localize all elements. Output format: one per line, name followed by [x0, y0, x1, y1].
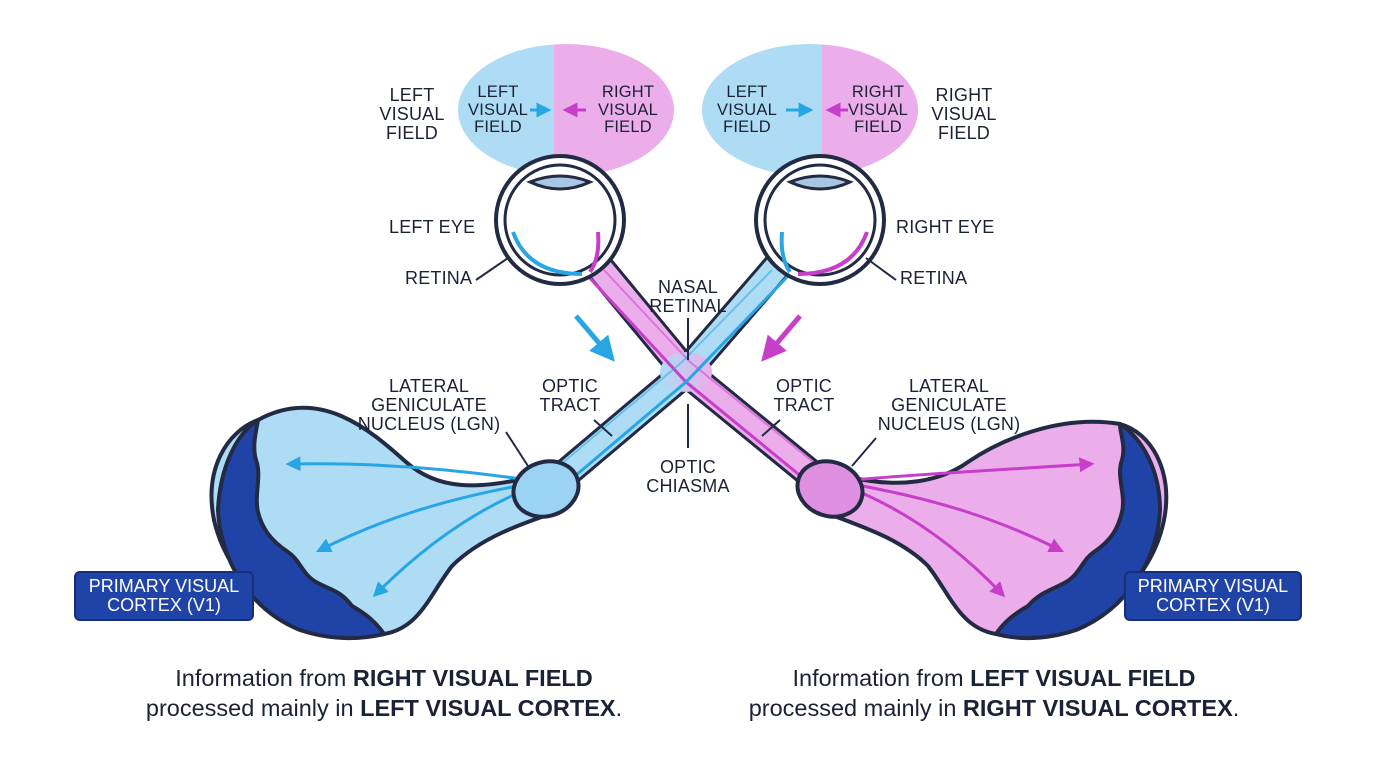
retina-right-label: RETINA	[900, 268, 968, 288]
left-visual-field-label: LEFT VISUAL FIELD	[379, 85, 445, 143]
caption-left-middle: processed mainly in	[145, 695, 361, 721]
right-eye-label: RIGHT EYE	[896, 217, 995, 237]
right-eye	[754, 154, 886, 286]
left-oval-left-visual-field-label: LEFT VISUAL FIELD	[468, 83, 528, 136]
primary-visual-cortex-right-badge: PRIMARY VISUAL CORTEX (V1)	[1124, 571, 1302, 621]
caption-right-prefix: Information from	[792, 665, 971, 691]
right-oval-left-visual-field-label: LEFT VISUAL FIELD	[717, 83, 777, 136]
caption-right-middle: processed mainly in	[748, 695, 963, 721]
lgn-left-label: LATERAL GENICULATE NUCLEUS (LGN)	[357, 376, 501, 434]
optic-tract-right-label: OPTIC TRACT	[773, 376, 835, 415]
magenta-arrow-icon	[761, 314, 802, 362]
left-eye	[494, 154, 626, 286]
left-visual-cortex	[209, 405, 564, 641]
caption-right-suffix: .	[1232, 695, 1240, 721]
lgn-right	[795, 459, 865, 519]
optic-chiasma	[660, 352, 712, 392]
caption-right-bold1: LEFT VISUAL FIELD	[970, 665, 1196, 691]
right-visual-cortex	[816, 419, 1169, 641]
optic-chiasma-label: OPTIC CHIASMA	[646, 457, 730, 496]
primary-visual-cortex-left-badge: PRIMARY VISUAL CORTEX (V1)	[74, 571, 254, 621]
caption-left-prefix: Information from	[175, 665, 353, 691]
label-leader-lines	[475, 257, 897, 467]
caption-left-bold1: RIGHT VISUAL FIELD	[352, 665, 593, 691]
right-visual-field-label: RIGHT VISUAL FIELD	[931, 85, 997, 143]
caption-right: Information from LEFT VISUAL FIELD proce…	[684, 663, 1304, 723]
left-eye-label: LEFT EYE	[389, 217, 476, 237]
caption-right-bold2: RIGHT VISUAL CORTEX	[962, 695, 1233, 721]
lgn-right-label: LATERAL GENICULATE NUCLEUS (LGN)	[877, 376, 1021, 434]
retina-left-nasal	[511, 231, 583, 276]
lgn-left	[511, 459, 581, 519]
right-oval-right-visual-field-label: RIGHT VISUAL FIELD	[848, 83, 908, 136]
caption-left: Information from RIGHT VISUAL FIELD proc…	[74, 663, 694, 723]
nasal-retinal-label: NASAL RETINAL	[649, 277, 727, 316]
caption-left-bold2: LEFT VISUAL CORTEX	[360, 695, 616, 721]
cyan-arrow-icon	[574, 314, 615, 362]
cyan-fibre	[567, 272, 792, 484]
caption-left-suffix: .	[615, 695, 623, 721]
retina-left-label: RETINA	[405, 268, 473, 288]
left-oval-right-visual-field-label: RIGHT VISUAL FIELD	[598, 83, 658, 136]
optic-tract-left-label: OPTIC TRACT	[539, 376, 601, 415]
